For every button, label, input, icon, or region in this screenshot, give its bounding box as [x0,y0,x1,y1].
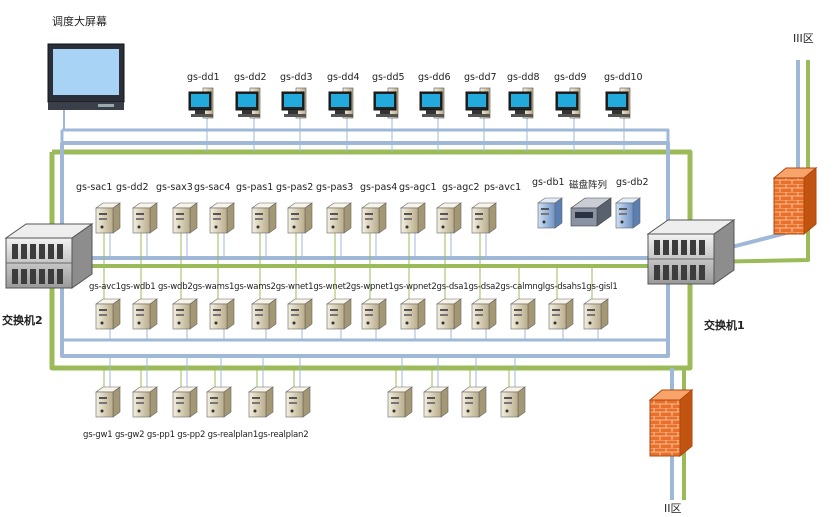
workstation-label: gs-dd6 [418,72,451,83]
server-icon [206,386,232,418]
server-row1-label: gs-sac4 [194,182,231,193]
server-icon [583,298,609,330]
blue-top-bus [62,128,670,143]
server-icon [500,386,526,418]
disk-array-label: 磁盘阵列 [569,180,608,191]
workstation-label: gs-dd4 [327,72,360,83]
server-row1-label: ps-avc1 [484,182,522,193]
server-icon [548,298,574,330]
servers-row2-label: gs-avc1gs-wdb1 gs-wdb2gs-wams1gs-wams2gs… [89,282,618,292]
workstation-icon [188,87,214,119]
server-icon [95,202,121,234]
server-row1-label: gs-pas2 [276,182,314,193]
switch1-label: 交换机1 [704,319,745,332]
server-row1-label: gs-pas4 [360,182,398,193]
server-icon [172,298,198,330]
db1-label: gs-db1 [532,177,565,188]
server-icon [209,202,235,234]
server-icon [471,202,497,234]
server-icon [287,298,313,330]
green-backbone [49,149,693,371]
workstation-label: gs-dd2 [234,72,267,83]
switch-icon [4,223,94,289]
server-row1-label: gs-agc1 [399,182,437,193]
workstation-icon [235,87,261,119]
server-icon [326,298,352,330]
server-icon [95,386,121,418]
workstation-label: gs-dd8 [507,72,540,83]
server-icon [436,202,462,234]
firewall-icon [772,166,818,236]
server-row1-label: gs-agc2 [442,182,480,193]
workstation-icon [508,87,534,119]
server-icon [251,298,277,330]
workstation-icon [605,87,631,119]
devices [4,43,818,458]
workstation-icon [281,87,307,119]
workstation-icon [328,87,354,119]
server-icon [436,298,462,330]
workstation-icon [373,87,399,119]
switch-icon [646,219,736,285]
workstation-icon [555,87,581,119]
firewall-icon [648,388,694,458]
server-icon [471,298,497,330]
server-icon [361,298,387,330]
server-row1-label: gs-sac1 [76,182,113,193]
zone3-label: III区 [793,32,814,45]
db-server-icon [537,197,563,229]
zone2-label: II区 [664,502,682,515]
server-icon [423,386,449,418]
workstation-icon [419,87,445,119]
server-icon [285,386,311,418]
server-icon [209,298,235,330]
server-icon [132,386,158,418]
screen-title: 调度大屏幕 [52,15,107,28]
server-row1-label: gs-sax3 [156,182,193,193]
server-row1-label: gs-pas1 [236,182,274,193]
workstation-label: gs-dd10 [604,72,643,83]
server-row1-label: gs-dd2 [116,182,149,193]
server-icon [326,202,352,234]
server-icon [461,386,487,418]
workstation-label: gs-dd1 [187,72,220,83]
server-icon [251,202,277,234]
server-icon [510,298,536,330]
servers-row3-label: gs-gw1 gs-gw2 gs-pp1 gs-pp2 gs-realplan1… [83,430,309,440]
db-server-icon [615,197,641,229]
server-icon [361,202,387,234]
server-icon [172,386,198,418]
server-icon [95,298,121,330]
server-icon [172,202,198,234]
workstation-label: gs-dd7 [464,72,497,83]
switch2-label: 交换机2 [2,314,43,327]
server-icon [132,202,158,234]
workstation-label: gs-dd3 [280,72,313,83]
server-icon [400,202,426,234]
server-icon [387,386,413,418]
workstation-label: gs-dd5 [372,72,405,83]
server-icon [248,386,274,418]
workstation-icon [465,87,491,119]
zone3-green [699,60,810,264]
monitor-icon [47,43,125,110]
server-icon [400,298,426,330]
server-icon [287,202,313,234]
server-icon [132,298,158,330]
server-row1-label: gs-pas3 [316,182,354,193]
workstation-label: gs-dd9 [554,72,587,83]
disk-array-icon [570,197,612,227]
db2-label: gs-db2 [616,177,649,188]
